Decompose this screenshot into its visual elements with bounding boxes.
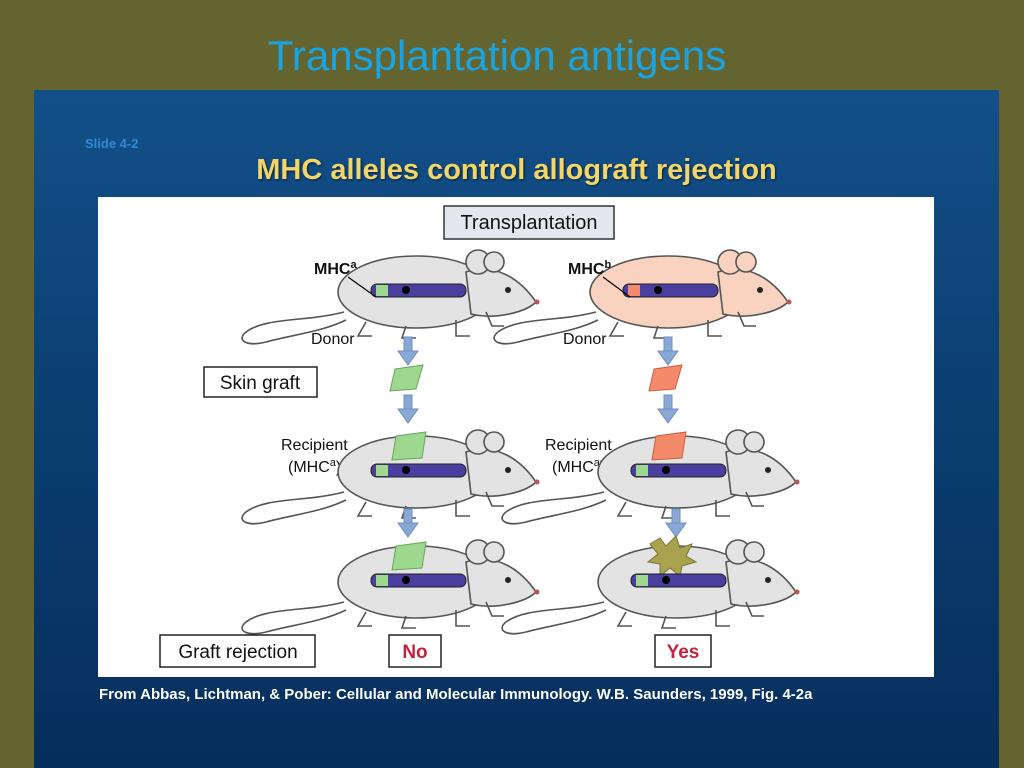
outcome-mouse-left <box>241 539 541 635</box>
donor-label-left: Donor <box>311 331 355 348</box>
graft-mhc-b-icon <box>648 364 683 392</box>
rejected-graft-icon <box>646 535 698 578</box>
arrow-down-icon <box>657 336 679 366</box>
arrow-down-icon <box>665 508 687 538</box>
outcome-no-box: No <box>388 634 442 668</box>
graft-mhc-a-icon <box>389 364 424 392</box>
mhc-a-donor-label: MHCa <box>314 259 357 278</box>
arrow-down-icon <box>657 394 679 424</box>
slide-title: Transplantation antigens <box>267 32 727 79</box>
transplantation-header: Transplantation <box>443 205 615 240</box>
svg-text:Skin graft: Skin graft <box>220 373 301 394</box>
graft-rejection-box: Graft rejection <box>159 634 316 668</box>
svg-text:Graft rejection: Graft rejection <box>178 642 297 663</box>
donor-mouse-right <box>493 249 793 345</box>
recipient-mouse-left <box>241 429 541 525</box>
citation-text: From Abbas, Lichtman, & Pober: Cellular … <box>99 686 813 703</box>
slide-number: Slide 4-2 <box>85 136 139 151</box>
svg-text:Yes: Yes <box>667 642 700 663</box>
figure-title: MHC alleles control allograft rejection <box>256 154 777 186</box>
diagram-svg: Transplantation MHCa Donor MHCb <box>159 205 801 668</box>
mhc-b-donor-label: MHCb <box>568 259 611 278</box>
figure-diagram: Transplantation MHCa Donor MHCb <box>98 197 934 677</box>
svg-text:Transplantation: Transplantation <box>460 212 597 234</box>
arrow-down-icon <box>397 394 419 424</box>
arrow-down-icon <box>397 508 419 538</box>
outcome-yes-box: Yes <box>654 634 712 668</box>
donor-label-right: Donor <box>563 331 607 348</box>
arrow-down-icon <box>397 336 419 366</box>
recipient-mouse-right <box>501 429 801 525</box>
svg-text:No: No <box>402 642 427 663</box>
outcome-mouse-right <box>501 535 801 635</box>
donor-mouse-left <box>241 249 541 345</box>
content-panel: Slide 4-2 MHC alleles control allograft … <box>34 90 999 768</box>
skin-graft-box: Skin graft <box>203 366 318 398</box>
